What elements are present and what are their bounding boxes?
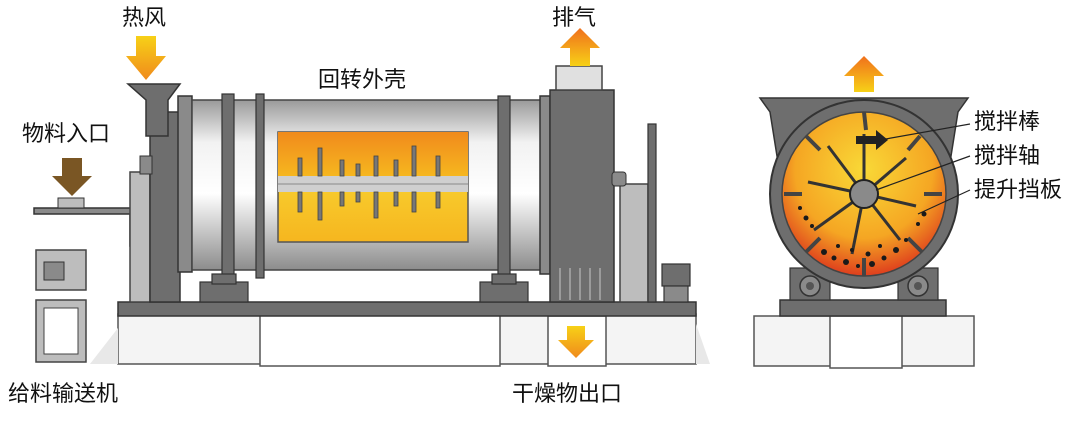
drum-end-section	[769, 99, 959, 289]
material-inlet-arrow-icon	[52, 158, 92, 196]
label-hot-air: 热风	[122, 6, 167, 31]
label-exhaust: 排气	[552, 6, 597, 31]
label-stir-shaft: 搅拌轴	[974, 144, 1041, 169]
end-view-rollers	[789, 267, 939, 301]
end-view-foundation	[753, 299, 975, 369]
label-material-inlet: 物料入口	[22, 122, 111, 147]
base-frame	[117, 301, 697, 317]
label-dry-outlet: 干燥物出口	[512, 382, 623, 407]
label-rotary-shell: 回转外壳	[318, 68, 407, 93]
foundation	[90, 313, 710, 367]
drive-frame	[611, 123, 691, 303]
drum-right-cap	[539, 95, 551, 275]
label-stir-rod: 搅拌棒	[974, 110, 1041, 135]
drum-left-cap	[177, 95, 193, 273]
callout-lines	[875, 123, 971, 215]
drum-cutaway-window	[277, 131, 469, 243]
hot-air-hopper	[126, 83, 182, 137]
end-view-exhaust-arrow-icon	[844, 56, 884, 92]
dry-outlet-arrow-icon	[558, 326, 594, 358]
label-lifting-baffle: 提升挡板	[974, 178, 1063, 203]
exhaust-housing	[549, 65, 615, 303]
inlet-stand	[129, 111, 181, 303]
feed-conveyor	[33, 197, 141, 363]
rotation-arrow-icon	[856, 130, 888, 150]
label-feed-conveyor: 给料输送机	[8, 382, 119, 407]
exhaust-arrow-icon	[560, 28, 600, 66]
hot-air-arrow-icon	[126, 36, 166, 80]
roller-supports	[199, 273, 529, 303]
